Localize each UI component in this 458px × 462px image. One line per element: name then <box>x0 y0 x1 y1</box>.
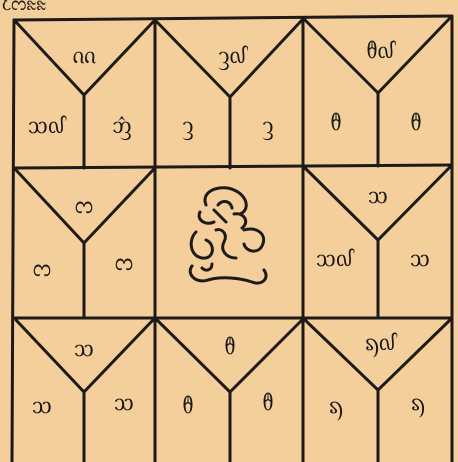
r3c2-top-glyph: ᦹ <box>225 334 236 358</box>
r1c3-left-glyph: ᦹ <box>331 110 342 134</box>
r1c2-right-glyph: ᦡ <box>262 113 273 137</box>
r2c1-top-glyph: ᦂ <box>75 193 94 217</box>
r3c3-left-glyph: ᦣ <box>329 393 343 417</box>
r1c1-right-glyph: ᦁ <box>112 113 131 137</box>
r3c3-top-glyph: ᦣ᧞ <box>365 330 395 354</box>
r3c1-left-glyph: ᦉ <box>32 393 52 417</box>
r3c1-right-glyph: ᦉ <box>114 390 134 414</box>
r1c1-left-glyph: ᦉ᧞ <box>28 113 64 137</box>
center-figure <box>190 188 266 283</box>
r3c3-right-glyph: ᦣ <box>411 390 425 414</box>
r2c1-right-glyph: ᦂ <box>115 250 134 274</box>
r1c2-left-glyph: ᦡ <box>182 113 193 137</box>
r1c2-top-glyph: ᦡ᧞ <box>218 43 245 67</box>
r3c1-top-glyph: ᦉ <box>74 336 94 360</box>
r1c1-top-glyph: ᦶ <box>72 43 95 67</box>
r1c3-right-glyph: ᦹ <box>411 110 422 134</box>
r2c3-top-glyph: ᦉ <box>368 183 388 207</box>
r2c3-left-glyph: ᦉ᧞ <box>316 246 352 270</box>
r3c2-left-glyph: ᦹ <box>183 393 194 417</box>
r2c3-right-glyph: ᦉ <box>410 246 430 270</box>
r3c2-right-glyph: ᦹ <box>263 390 274 414</box>
r1c3-top-glyph: ᦹ᧞ <box>367 38 394 62</box>
r2c1-left-glyph: ᦂ <box>33 256 52 280</box>
